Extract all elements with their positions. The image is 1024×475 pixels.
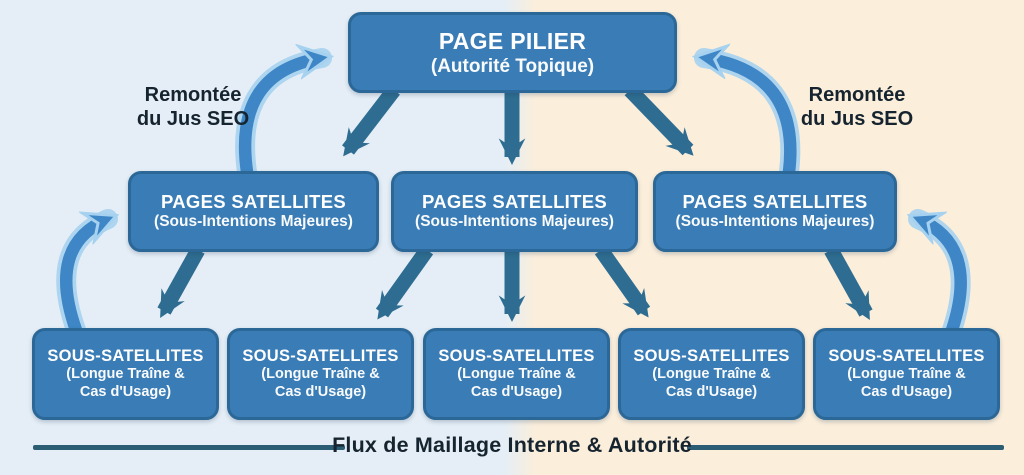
sub-satellite-subtitle-line2: Cas d'Usage) bbox=[665, 384, 758, 401]
seo-juice-label-right-line2: du Jus SEO bbox=[800, 107, 914, 130]
pillar-page-subtitle: (Autorité Topique) bbox=[430, 55, 595, 77]
seo-juice-label-left: Remontée du Jus SEO bbox=[128, 84, 258, 131]
seo-juice-arrow-left-upper bbox=[235, 58, 322, 182]
caption-line-left bbox=[33, 445, 345, 450]
sub-satellite-subtitle-line1: (Longue Traîne & bbox=[66, 366, 185, 383]
sub-satellite-subtitle-line1: (Longue Traîne & bbox=[652, 366, 771, 383]
sub-satellite-subtitle-line1: (Longue Traîne & bbox=[847, 366, 966, 383]
arrow-satellite2-to-sub2 bbox=[375, 245, 434, 320]
sub-satellite-box-3: SOUS-SATELLITES (Longue Traîne & Cas d'U… bbox=[423, 328, 610, 420]
satellite-box-3: PAGES SATELLITES (Sous-Intentions Majeur… bbox=[653, 171, 897, 252]
seo-juice-arrow-right-lower bbox=[918, 209, 971, 340]
seo-juice-label-left-line2: du Jus SEO bbox=[136, 107, 250, 130]
sub-satellite-title: SOUS-SATELLITES bbox=[633, 347, 790, 366]
seo-juice-label-right-line1: Remontée bbox=[808, 84, 906, 106]
sub-satellite-box-2: SOUS-SATELLITES (Longue Traîne & Cas d'U… bbox=[227, 328, 414, 420]
arrow-satellite2-to-sub4 bbox=[594, 245, 651, 318]
seo-juice-label-left-line1: Remontée bbox=[144, 84, 242, 106]
sub-satellite-title: SOUS-SATELLITES bbox=[828, 347, 985, 366]
sub-satellite-subtitle-line2: Cas d'Usage) bbox=[860, 384, 953, 401]
sub-satellite-title: SOUS-SATELLITES bbox=[438, 347, 595, 366]
seo-juice-arrow-right-upper bbox=[704, 58, 801, 182]
pillar-page-title: PAGE PILIER bbox=[438, 27, 587, 54]
satellite-subtitle: (Sous-Intentions Majeures) bbox=[415, 213, 614, 231]
seo-juice-arrow-left-lower bbox=[56, 209, 108, 340]
sub-satellite-box-5: SOUS-SATELLITES (Longue Traîne & Cas d'U… bbox=[813, 328, 1000, 420]
caption-line-right bbox=[687, 445, 1004, 450]
sub-satellite-subtitle-line1: (Longue Traîne & bbox=[457, 366, 576, 383]
satellite-title: PAGES SATELLITES bbox=[682, 190, 868, 212]
satellite-subtitle: (Sous-Intentions Majeures) bbox=[154, 213, 353, 231]
sub-satellite-title: SOUS-SATELLITES bbox=[242, 347, 399, 366]
sub-satellite-title: SOUS-SATELLITES bbox=[47, 347, 204, 366]
satellite-subtitle: (Sous-Intentions Majeures) bbox=[675, 213, 875, 231]
sub-satellite-subtitle-line1: (Longue Traîne & bbox=[261, 366, 380, 383]
arrow-satellite1-to-sub1 bbox=[157, 246, 205, 318]
sub-satellite-box-1: SOUS-SATELLITES (Longue Traîne & Cas d'U… bbox=[32, 328, 219, 420]
satellite-box-2: PAGES SATELLITES (Sous-Intentions Majeur… bbox=[391, 171, 638, 252]
arrow-pillar-to-satellite-3 bbox=[624, 84, 694, 156]
pillar-page-box: PAGE PILIER (Autorité Topique) bbox=[348, 12, 677, 93]
satellite-box-1: PAGES SATELLITES (Sous-Intentions Majeur… bbox=[128, 171, 379, 252]
satellite-title: PAGES SATELLITES bbox=[160, 190, 347, 212]
arrow-satellite3-to-sub5 bbox=[824, 246, 873, 320]
sub-satellite-subtitle-line2: Cas d'Usage) bbox=[79, 384, 172, 401]
sub-satellite-subtitle-line2: Cas d'Usage) bbox=[274, 384, 367, 401]
sub-satellite-box-4: SOUS-SATELLITES (Longue Traîne & Cas d'U… bbox=[618, 328, 805, 420]
seo-juice-label-right: Remontée du Jus SEO bbox=[792, 84, 922, 131]
arrow-pillar-to-satellite-1 bbox=[342, 85, 400, 157]
satellite-title: PAGES SATELLITES bbox=[421, 190, 608, 212]
sub-satellite-subtitle-line2: Cas d'Usage) bbox=[470, 384, 563, 401]
caption-text: Flux de Maillage Interne & Autorité bbox=[332, 433, 692, 457]
